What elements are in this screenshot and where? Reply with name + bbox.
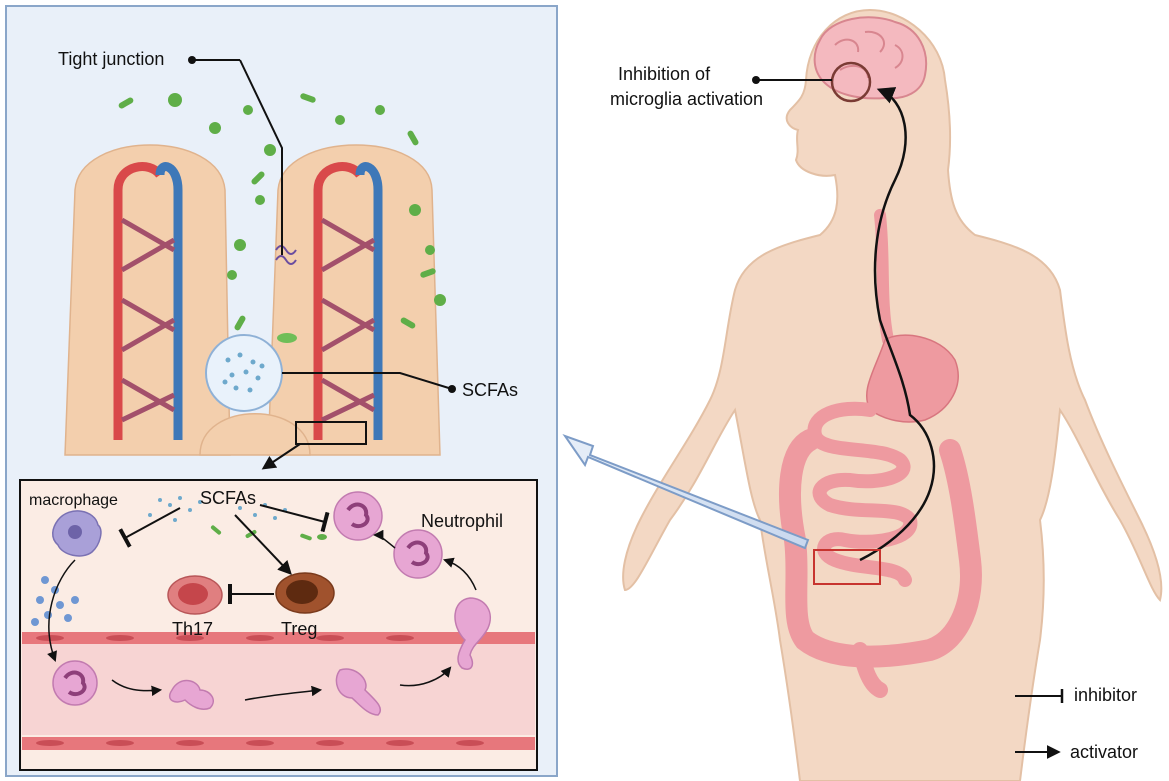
villi: [64, 144, 441, 456]
human-body-figure: [622, 8, 1163, 781]
villus-right: [267, 144, 441, 456]
vessel-wall-top: [22, 632, 535, 644]
neutrophil-rolling-2: [168, 679, 214, 710]
vein-left: [155, 162, 183, 440]
tight-junction-label: Tight junction: [58, 49, 165, 69]
gut-brain-axis-path: [859, 87, 936, 562]
legend-inhibitor-label: inhibitor: [1074, 685, 1138, 705]
villus-left: [64, 144, 231, 456]
brain-highlight-circle: [830, 61, 872, 103]
neutrophil-cell-1: [333, 491, 383, 541]
neutrophil-cell-2: [393, 529, 443, 579]
scfa-circle: [205, 334, 283, 412]
vessel-wall-bottom: [22, 737, 535, 750]
esophagus: [874, 209, 894, 346]
microglia-label-line2: microglia activation: [610, 89, 764, 109]
scfa-leader: [282, 372, 453, 390]
th17-label: Th17: [172, 619, 214, 639]
neutrophil-label: Neutrophil: [421, 511, 504, 531]
immune-inset: [19, 479, 538, 771]
neutrophil-rolling-1: [52, 660, 98, 706]
gut-region-box: [813, 549, 881, 585]
neutrophil-rolling-3: [335, 668, 382, 716]
scfas-villus-label: SCFAs: [462, 380, 519, 400]
macrophage-label: macrophage: [29, 492, 118, 509]
scfas-inset-label: SCFAs: [200, 488, 257, 508]
legend-activator-label: activator: [1070, 742, 1139, 762]
vein-right: [355, 162, 383, 440]
microglia-label-line1: Inhibition of: [618, 64, 711, 84]
stomach: [865, 334, 959, 423]
vessel-region-box: [295, 421, 367, 445]
tight-junction-glyph: [275, 245, 297, 265]
zoom-arrow: [562, 434, 810, 550]
neutrophil-transmigrating: [454, 597, 491, 670]
microglia-leader-dot: [752, 76, 760, 84]
vessel-lumen: [22, 635, 535, 735]
gut-bacteria: [118, 93, 446, 343]
treg-label: Treg: [281, 619, 318, 639]
legend: [1015, 689, 1064, 759]
